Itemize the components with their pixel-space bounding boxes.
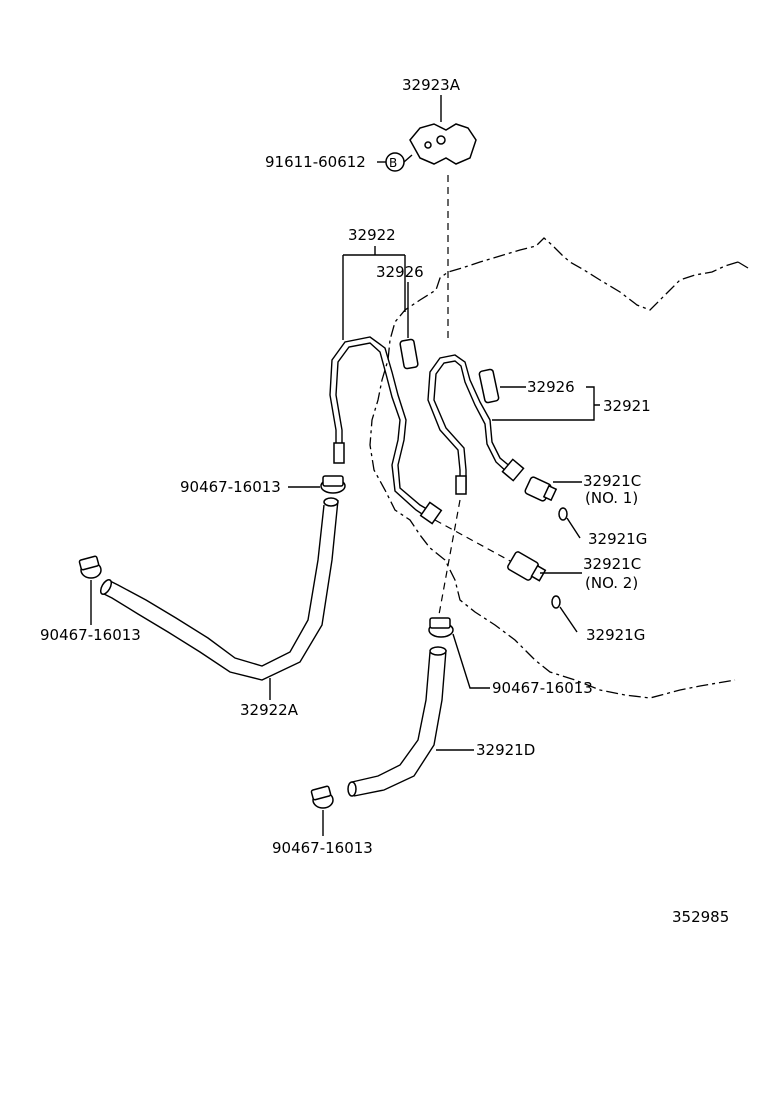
tube-right-nut-bottom	[455, 475, 467, 495]
tube-right	[427, 354, 525, 495]
label-gasket-2: 32921G	[586, 626, 645, 644]
reference-number: 352985	[672, 908, 729, 926]
centerline-hose	[437, 499, 461, 621]
label-clip-b: 90467-16013	[40, 626, 141, 644]
hose-clip-b	[78, 555, 102, 579]
hose-right	[347, 646, 447, 797]
engine-outline	[369, 237, 739, 699]
hose-clip-a	[320, 475, 346, 494]
hose-clip-c	[428, 617, 454, 638]
union-1	[524, 476, 558, 502]
tube-left-nut	[419, 501, 443, 525]
label-union-1: 32921C	[583, 472, 641, 490]
union-2	[507, 551, 547, 582]
label-union-2: 32921C	[583, 555, 641, 573]
tube-right-nut	[501, 458, 525, 482]
tube-left	[329, 336, 443, 525]
gasket-2	[551, 595, 561, 609]
label-hose-right: 32921D	[476, 741, 535, 759]
label-sleeve-right: 32926	[527, 378, 575, 396]
label-sleeve-left: 32926	[376, 263, 424, 281]
clamp-part	[409, 95, 477, 165]
label-union-1-note: (NO. 1)	[585, 489, 638, 507]
label-clip-d: 90467-16013	[272, 839, 373, 857]
bolt-marker-letter: B	[389, 156, 397, 170]
sleeve-right	[478, 368, 500, 404]
label-tube-left: 32922	[348, 226, 396, 244]
hose-clip-d	[310, 785, 334, 809]
hose-left	[99, 497, 339, 681]
label-clip-a: 90467-16013	[180, 478, 281, 496]
label-clip-c: 90467-16013	[492, 679, 593, 697]
tube-left-nut-top	[333, 442, 345, 464]
label-gasket-1: 32921G	[588, 530, 647, 548]
label-clamp: 32923A	[402, 76, 461, 94]
gasket-1	[558, 507, 568, 521]
centerline-union2	[434, 519, 513, 563]
label-tube-right: 32921	[603, 397, 651, 415]
label-bolt: 91611-60612	[265, 153, 366, 171]
engine-outline-edge	[737, 261, 749, 269]
sleeve-left	[399, 338, 419, 370]
label-hose-left: 32922A	[240, 701, 299, 719]
label-union-2-note: (NO. 2)	[585, 574, 638, 592]
